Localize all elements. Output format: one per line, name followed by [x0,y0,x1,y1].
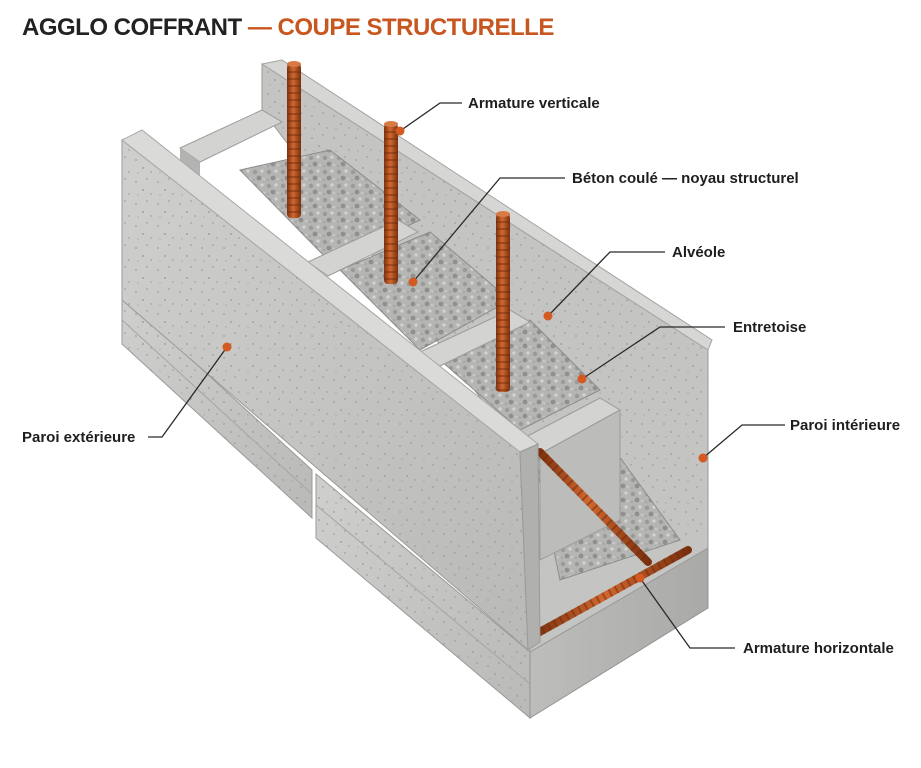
dot-entretoise [577,374,587,384]
labels: Armature verticale Béton coulé — noyau s… [22,95,900,657]
label-beton-coule: Béton coulé — noyau structurel [572,170,799,187]
title-separator: — [247,14,272,41]
dot-armature-verticale [395,126,405,136]
callouts [148,102,785,649]
label-armature-verticale: Armature verticale [468,95,600,112]
lower-course [121,294,709,720]
label-armature-horizontale: Armature horizontale [743,640,894,657]
dot-paroi-interieure [698,453,708,463]
vertical-rebar-3 [496,211,510,392]
label-alveole: Alvéole [672,244,725,261]
title-subtitle: COUPE STRUCTURELLE [277,14,554,41]
diagram-title: AGGLO COFFRANT — COUPE STRUCTURELLE [22,14,554,42]
horizontal-rebars [532,448,692,638]
label-paroi-exterieure: Paroi extérieure [22,429,135,446]
paroi-exterieure-wall [121,129,541,652]
title-main: AGGLO COFFRANT [22,14,242,41]
label-paroi-interieure: Paroi intérieure [790,417,900,434]
callout-dots [222,126,708,583]
dot-beton-coule [408,277,418,287]
vertical-rebar-1 [287,61,301,218]
dot-alveole [543,311,553,321]
vertical-rebars [287,61,510,392]
dot-paroi-exterieure [222,342,232,352]
label-entretoise: Entretoise [733,319,806,336]
vertical-rebar-2 [384,121,398,284]
dot-armature-horizontale [635,573,645,583]
